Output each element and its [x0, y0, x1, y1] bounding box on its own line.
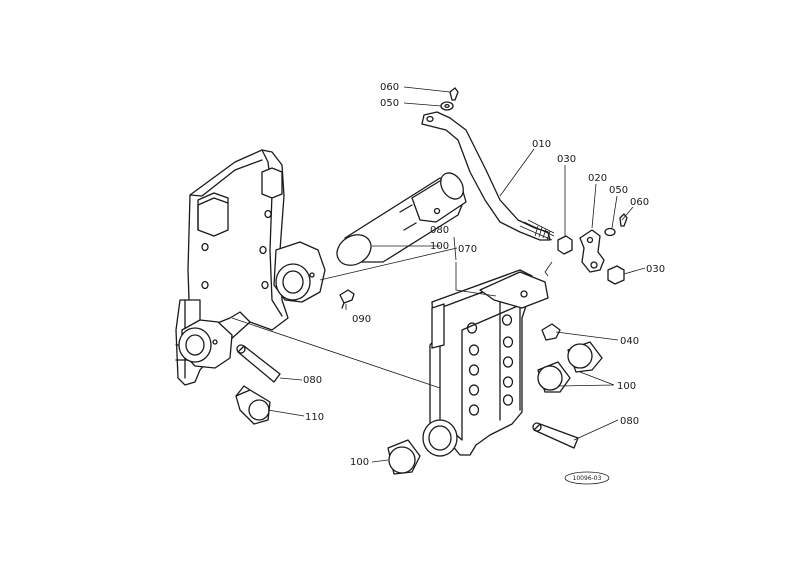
- top-pin-and-washer: [440, 87, 459, 111]
- label-040: 040: [620, 336, 639, 347]
- control-rod: [421, 111, 555, 241]
- label-080-mid: 080: [430, 225, 449, 236]
- part-labels: 060 050 010 030 020 050 060 030 080 100 …: [303, 82, 665, 468]
- bolt-040: [541, 323, 561, 341]
- bushing-100-bottom: [387, 439, 421, 475]
- clevis-020: [579, 213, 628, 273]
- label-080-right: 080: [620, 416, 639, 427]
- bushings-100-right: [537, 341, 603, 393]
- label-030-right: 030: [646, 264, 665, 275]
- label-110: 110: [305, 412, 324, 423]
- label-080-left: 080: [303, 375, 322, 386]
- grease-fitting-090: [339, 289, 355, 309]
- label-060-top: 060: [380, 82, 399, 93]
- nut-030-upper: [557, 235, 573, 255]
- drawing-id-stamp: 10096-03: [564, 471, 610, 485]
- pin-080-left: [236, 344, 281, 383]
- label-010: 010: [532, 139, 551, 150]
- label-050-top: 050: [380, 98, 399, 109]
- upper-bushing-boss: [273, 241, 326, 303]
- nut-030-right: [607, 265, 625, 285]
- lower-bushing-boss: [178, 319, 233, 369]
- label-060-right: 060: [630, 197, 649, 208]
- leader-lines: [231, 86, 646, 463]
- label-030-top: 030: [557, 154, 576, 165]
- pivot-shaft: [336, 172, 467, 266]
- pedal-bracket: [422, 269, 549, 457]
- pin-080-right: [532, 422, 579, 449]
- label-050-right: 050: [609, 185, 628, 196]
- label-020: 020: [588, 173, 607, 184]
- label-100-right: 100: [617, 381, 636, 392]
- label-100-mid: 100: [430, 241, 449, 252]
- label-100-bottom: 100: [350, 457, 369, 468]
- bolt-110: [235, 385, 271, 425]
- label-090: 090: [352, 314, 371, 325]
- drawing-id-text: 10096-03: [573, 475, 602, 482]
- label-070: 070: [458, 244, 477, 255]
